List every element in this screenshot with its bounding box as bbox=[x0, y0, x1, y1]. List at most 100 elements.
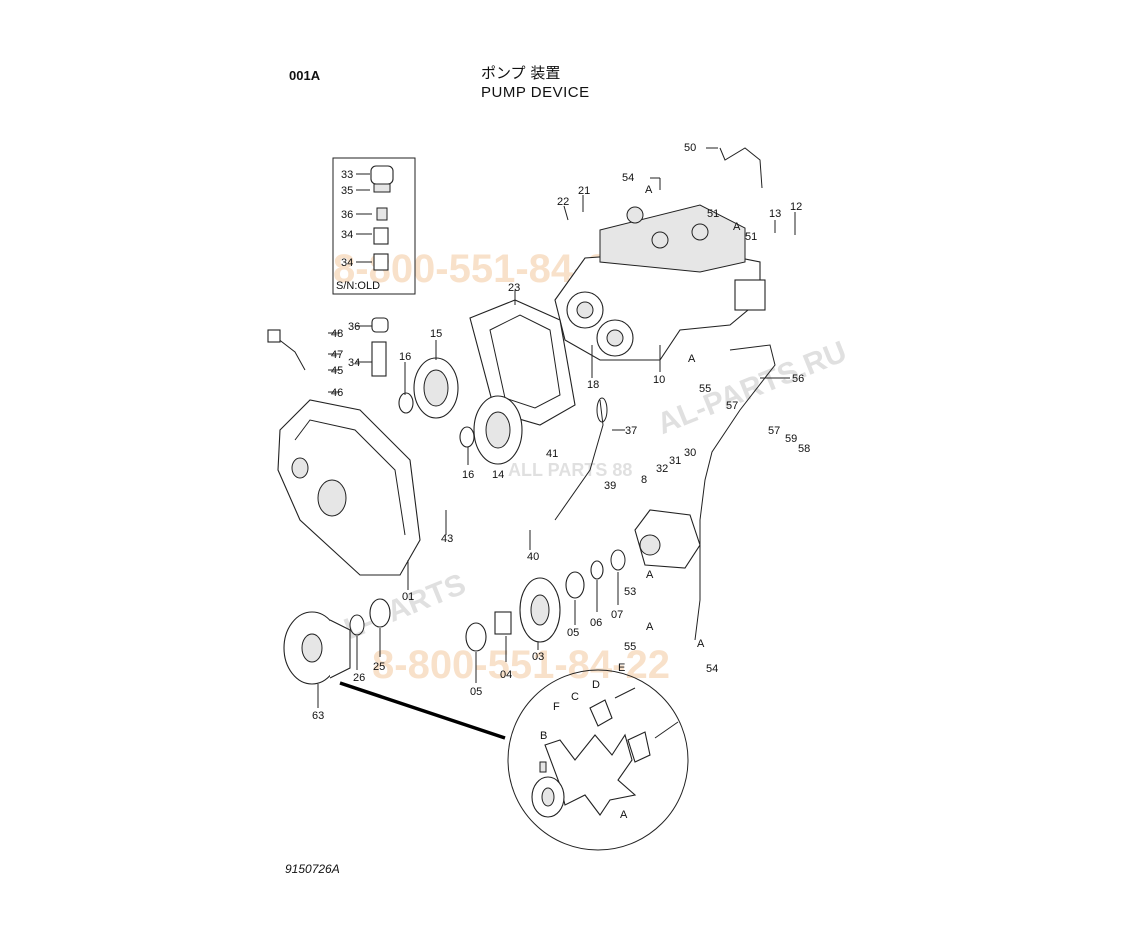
gear-15 bbox=[413, 357, 459, 419]
callout-23: 23 bbox=[508, 282, 520, 294]
callout-16b: 16 bbox=[462, 469, 474, 481]
shaft-04 bbox=[494, 611, 512, 635]
callout-43: 43 bbox=[441, 533, 453, 545]
callout-58: 58 bbox=[798, 443, 810, 455]
watermark-logo: ALL PARTS 88 bbox=[508, 460, 632, 480]
flange-d2 bbox=[627, 731, 651, 763]
callout-a1: A bbox=[645, 184, 653, 196]
inset-label-34b: 34 bbox=[341, 257, 353, 269]
callout-07: 07 bbox=[611, 609, 623, 621]
leader-lines bbox=[317, 147, 796, 708]
sensor-34 bbox=[371, 341, 387, 377]
snap-ring-06 bbox=[590, 560, 604, 580]
callout-47: 47 bbox=[331, 349, 343, 361]
callout-22: 22 bbox=[557, 196, 569, 208]
callout-d: D bbox=[592, 679, 600, 691]
callout-31: 31 bbox=[669, 455, 681, 467]
inset-frame bbox=[332, 157, 416, 295]
callout-13: 13 bbox=[769, 208, 781, 220]
callout-50: 50 bbox=[684, 142, 696, 154]
callout-53: 53 bbox=[624, 586, 636, 598]
main-pump-assembly bbox=[554, 204, 766, 361]
callout-01: 01 bbox=[402, 591, 414, 603]
callout-f: F bbox=[553, 701, 560, 713]
inset-label-33: 33 bbox=[341, 169, 353, 181]
callout-15: 15 bbox=[430, 328, 442, 340]
watermark-phone-bottom: 8-800-551-84-22 bbox=[372, 643, 670, 687]
callout-36: 36 bbox=[348, 321, 360, 333]
page-id: 001A bbox=[289, 68, 321, 83]
callout-a2: A bbox=[733, 221, 741, 233]
inset-note: S/N:OLD bbox=[336, 280, 380, 292]
title-english: PUMP DEVICE bbox=[481, 84, 590, 101]
gear-pump-8 bbox=[634, 509, 701, 569]
callout-04: 04 bbox=[500, 669, 512, 681]
callout-05a: 05 bbox=[567, 627, 579, 639]
callout-c: C bbox=[571, 691, 579, 703]
callout-14: 14 bbox=[492, 469, 504, 481]
callout-12: 12 bbox=[790, 201, 802, 213]
callout-06: 06 bbox=[590, 617, 602, 629]
callout-e: E bbox=[618, 662, 625, 674]
coupling-detail bbox=[507, 669, 689, 851]
callout-a5: A bbox=[646, 621, 654, 633]
adapter-part bbox=[373, 227, 389, 245]
callout-a4: A bbox=[646, 569, 654, 581]
callout-18: 18 bbox=[587, 379, 599, 391]
callout-54b: 54 bbox=[706, 663, 718, 675]
callout-a6: A bbox=[697, 638, 705, 650]
callout-labels: 50 54 21 22 A 51 A 13 12 51 23 48 47 45 … bbox=[312, 142, 810, 821]
inset-old-sn: S/N:OLD 33 35 36 34 34 bbox=[332, 157, 416, 295]
callout-57b: 57 bbox=[768, 425, 780, 437]
snap-ring-16a bbox=[398, 392, 414, 414]
pipe-56 bbox=[694, 344, 776, 641]
callout-63: 63 bbox=[312, 710, 324, 722]
callout-55b: 55 bbox=[624, 641, 636, 653]
callout-21: 21 bbox=[578, 185, 590, 197]
pipe-50 bbox=[719, 147, 763, 189]
gear-03 bbox=[519, 577, 561, 643]
drawing-number: 9150726A bbox=[285, 862, 340, 876]
snap-ring-26 bbox=[349, 614, 365, 636]
callout-48: 48 bbox=[331, 328, 343, 340]
title-japanese: ポンプ 装置 bbox=[481, 64, 561, 82]
ring-07 bbox=[610, 549, 626, 571]
callout-25: 25 bbox=[373, 661, 385, 673]
tube-37 bbox=[554, 399, 604, 521]
inset-label-36: 36 bbox=[341, 209, 353, 221]
callout-05b: 05 bbox=[470, 686, 482, 698]
callout-26: 26 bbox=[353, 672, 365, 684]
callout-40: 40 bbox=[527, 551, 539, 563]
pump-regulator bbox=[599, 204, 746, 273]
callout-a3: A bbox=[688, 353, 696, 365]
snap-ring-16b bbox=[459, 426, 475, 448]
gear-housing-01 bbox=[277, 399, 421, 576]
inset-label-34a: 34 bbox=[341, 229, 353, 241]
callout-37: 37 bbox=[625, 425, 637, 437]
callout-56: 56 bbox=[792, 373, 804, 385]
callout-39: 39 bbox=[604, 480, 616, 492]
callout-55a: 55 bbox=[699, 383, 711, 395]
callout-45: 45 bbox=[331, 365, 343, 377]
callout-8: 8 bbox=[641, 474, 647, 486]
plug-part bbox=[376, 207, 388, 221]
callout-30: 30 bbox=[684, 447, 696, 459]
bearing-05 bbox=[565, 571, 585, 599]
callout-51a: 51 bbox=[707, 208, 719, 220]
cap-36 bbox=[371, 317, 389, 333]
pilot-pump-end bbox=[734, 279, 766, 311]
callout-59: 59 bbox=[785, 433, 797, 445]
flange-d bbox=[589, 699, 613, 727]
callout-10: 10 bbox=[653, 374, 665, 386]
callout-57a: 57 bbox=[726, 400, 738, 412]
pressure-sensor-part bbox=[370, 165, 394, 185]
callout-32: 32 bbox=[656, 463, 668, 475]
inset-label-35: 35 bbox=[341, 185, 353, 197]
bearing-25 bbox=[369, 598, 391, 628]
callout-a7: A bbox=[620, 809, 628, 821]
watermark-site-diagonal: AL-PARTS.RU bbox=[653, 335, 852, 441]
bearing-05b bbox=[465, 622, 487, 652]
callout-51b: 51 bbox=[745, 231, 757, 243]
detail-leader bbox=[339, 681, 506, 740]
